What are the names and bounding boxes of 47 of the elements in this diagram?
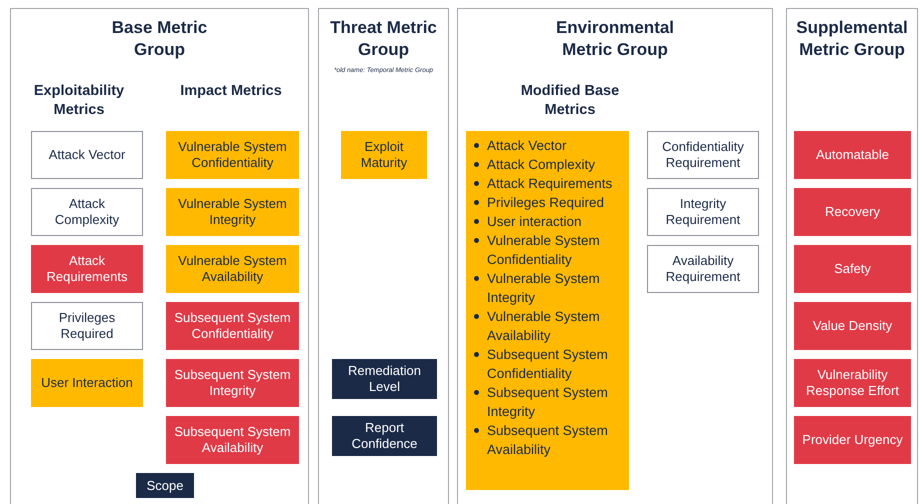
list-item: Subsequent System Integrity <box>487 384 609 421</box>
metric-box: Safety <box>794 245 911 293</box>
group-heading: Environmental Metric Group <box>554 17 676 61</box>
section-subheading: Exploitability Metrics <box>32 82 126 120</box>
metric-box: Scope <box>136 473 194 498</box>
metric-list-box <box>466 131 629 490</box>
metric-box: Subsequent System Integrity <box>166 359 299 407</box>
section-subheading: Impact Metrics <box>179 82 283 101</box>
group-panel <box>457 8 773 504</box>
metric-box: User Interaction <box>31 359 143 407</box>
metric-box: Confidentiality Requirement <box>647 131 759 179</box>
list-item: Attack Vector <box>487 137 567 155</box>
group-panel <box>10 8 309 504</box>
list-item: Vulnerable System Availability <box>487 308 601 345</box>
metric-box: Attack Requirements <box>31 245 143 293</box>
metric-box: Vulnerable System Confidentiality <box>166 131 299 179</box>
metric-box: Exploit Maturity <box>341 131 427 179</box>
metric-box: Integrity Requirement <box>647 188 759 236</box>
metric-box: Subsequent System Confidentiality <box>166 302 299 350</box>
metric-box: Vulnerability Response Effort <box>794 359 911 407</box>
group-panel <box>318 8 449 504</box>
metric-box: Report Confidence <box>332 416 437 456</box>
list-item: Subsequent System Availability <box>487 422 609 459</box>
metric-box: Attack Vector <box>31 131 143 179</box>
list-item: Attack Complexity <box>487 156 596 174</box>
section-subheading: Modified Base Metrics <box>520 82 620 120</box>
list-item: User interaction <box>487 213 582 231</box>
metric-box: Value Density <box>794 302 911 350</box>
metric-box: Provider Urgency <box>794 416 911 464</box>
metric-box: Availability Requirement <box>647 245 759 293</box>
list-item: Vulnerable System Integrity <box>487 270 601 307</box>
group-heading: Supplemental Metric Group <box>795 17 909 61</box>
list-item: Privileges Required <box>487 194 604 212</box>
group-heading: Threat Metric Group <box>329 17 438 61</box>
metric-box: Automatable <box>794 131 911 179</box>
group-panel <box>786 8 918 504</box>
list-item: Vulnerable System Confidentiality <box>487 232 601 269</box>
metric-box: Subsequent System Availability <box>166 416 299 464</box>
metric-box: Remediation Level <box>332 359 437 399</box>
metric-box: Privileges Required <box>31 302 143 350</box>
metric-box: Recovery <box>794 188 911 236</box>
metric-box: Vulnerable System Integrity <box>166 188 299 236</box>
metric-box: Vulnerable System Availability <box>166 245 299 293</box>
group-heading: Base Metric Group <box>110 17 208 61</box>
list-item: Attack Requirements <box>487 175 612 193</box>
metric-box: Attack Complexity <box>31 188 143 236</box>
list-item: Subsequent System Confidentiality <box>487 346 609 383</box>
